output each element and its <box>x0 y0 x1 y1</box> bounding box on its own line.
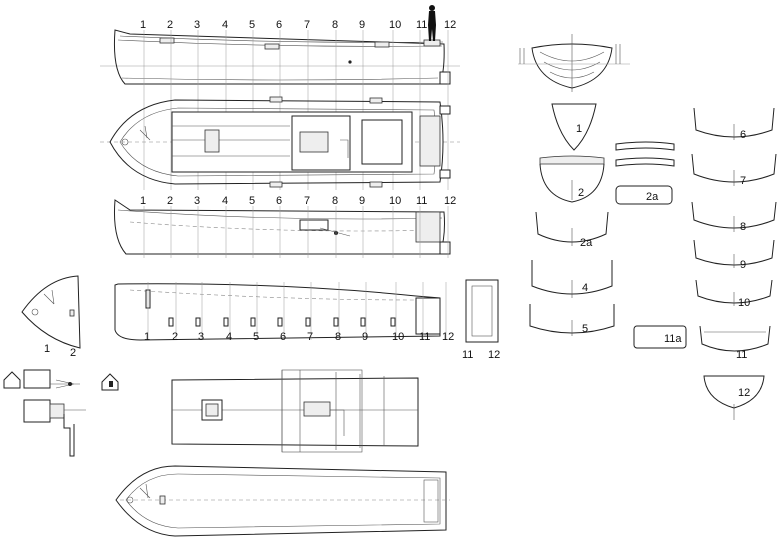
transom-label-12: 12 <box>488 349 500 361</box>
station-bottom-label-1: 1 <box>144 331 150 343</box>
station-mid-label-10: 10 <box>389 195 401 207</box>
frame-notch <box>250 317 256 327</box>
section-label-11: 11 <box>736 349 747 361</box>
detail-parts <box>3 369 119 457</box>
station-top-label-5: 5 <box>249 19 255 31</box>
deck-layout-plan <box>171 369 419 453</box>
station-top-label-4: 4 <box>222 19 228 31</box>
station-top-label-6: 6 <box>276 19 282 31</box>
station-bottom-label-7: 7 <box>307 331 313 343</box>
station-top-label-11: 11 <box>416 19 427 31</box>
frame-notch <box>195 317 201 327</box>
human-scale-figure <box>428 5 436 41</box>
station-mid-label-12: 12 <box>444 195 456 207</box>
section-label-9: 9 <box>740 259 746 271</box>
sections-right: 6 7 8 9 10 11 11a 12 <box>633 107 777 420</box>
station-top-label-7: 7 <box>304 19 310 31</box>
section-label-10: 10 <box>738 297 750 309</box>
station-mid-label-2: 2 <box>167 195 173 207</box>
station-bottom-label-9: 9 <box>362 331 368 343</box>
station-top-label-10: 10 <box>389 19 401 31</box>
section-label-7: 7 <box>740 175 746 187</box>
frame-notch <box>223 317 229 327</box>
station-top-label-3: 3 <box>194 19 200 31</box>
station-bottom-label-11: 11 <box>419 331 430 343</box>
station-mid-label-8: 8 <box>332 195 338 207</box>
backbone-view <box>114 283 441 341</box>
station-mid-label-1: 1 <box>140 195 146 207</box>
sections-left: 1 2 2a 2a 4 5 <box>529 103 675 336</box>
station-top-label-1: 1 <box>140 19 146 31</box>
end-view-body-plan <box>518 34 630 92</box>
bow-panel: 1 2 <box>21 275 81 359</box>
station-bottom-label-4: 4 <box>226 331 232 343</box>
bottom-hull-plan <box>115 465 450 537</box>
station-top-label-9: 9 <box>359 19 365 31</box>
station-mid-label-11: 11 <box>416 195 427 207</box>
station-top-label-12: 12 <box>444 19 456 31</box>
section-label-11a: 11a <box>664 333 682 345</box>
section-label-12: 12 <box>738 387 750 399</box>
section-label-4: 4 <box>582 282 588 294</box>
station-mid-label-5: 5 <box>249 195 255 207</box>
station-top-label-2: 2 <box>167 19 173 31</box>
section-label-5: 5 <box>582 323 588 335</box>
plan-view <box>100 96 460 188</box>
station-top-label-8: 8 <box>332 19 338 31</box>
section-label-1: 1 <box>576 123 582 135</box>
section-label-2: 2 <box>578 187 584 199</box>
frame-notch <box>360 317 366 327</box>
frame-notch <box>168 317 174 327</box>
section-label-2a: 2a <box>646 191 659 203</box>
station-bottom-label-10: 10 <box>392 331 404 343</box>
longitudinal-section <box>114 199 451 255</box>
section-label-3: 2a <box>580 237 593 249</box>
transom-label-11: 11 <box>462 349 473 361</box>
frame-notch <box>305 317 311 327</box>
station-bottom-label-6: 6 <box>280 331 286 343</box>
station-bottom-label-8: 8 <box>335 331 341 343</box>
section-label-6: 6 <box>740 129 746 141</box>
station-mid-label-6: 6 <box>276 195 282 207</box>
frame-notch <box>390 317 396 327</box>
station-bottom-label-5: 5 <box>253 331 259 343</box>
bow-label-1: 1 <box>44 343 50 355</box>
section-label-8: 8 <box>740 221 746 233</box>
station-mid-label-7: 7 <box>304 195 310 207</box>
bow-label-2: 2 <box>70 347 76 359</box>
station-mid-label-3: 3 <box>194 195 200 207</box>
transom-panel: 11 12 <box>462 279 500 361</box>
frame-notch <box>333 317 339 327</box>
station-mid-label-9: 9 <box>359 195 365 207</box>
station-bottom-label-3: 3 <box>198 331 204 343</box>
station-bottom-label-12: 12 <box>442 331 454 343</box>
frame-notch <box>277 317 283 327</box>
station-bottom-label-2: 2 <box>172 331 178 343</box>
station-mid-label-4: 4 <box>222 195 228 207</box>
